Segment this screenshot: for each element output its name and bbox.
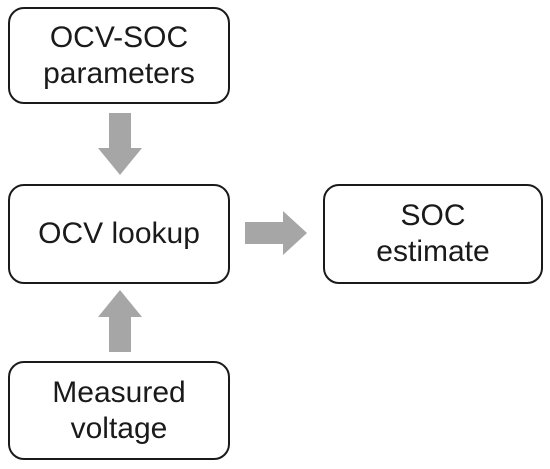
soc-estimate-label: SOC estimate — [376, 199, 490, 268]
soc-estimate-box: SOC estimate — [323, 184, 543, 284]
ocv-lookup-box: OCV lookup — [8, 184, 230, 284]
ocv-soc-parameters-label: OCV-SOC parameters — [43, 20, 195, 90]
measured-voltage-label: Measured voltage — [52, 375, 186, 445]
ocv-soc-parameters-box: OCV-SOC parameters — [8, 7, 230, 104]
measured-voltage-box: Measured voltage — [8, 361, 230, 460]
arrow-lookup-to-soc — [245, 211, 307, 255]
arrow-voltage-to-lookup — [98, 290, 142, 352]
ocv-lookup-label: OCV lookup — [38, 217, 200, 250]
arrow-params-to-lookup — [98, 113, 142, 175]
